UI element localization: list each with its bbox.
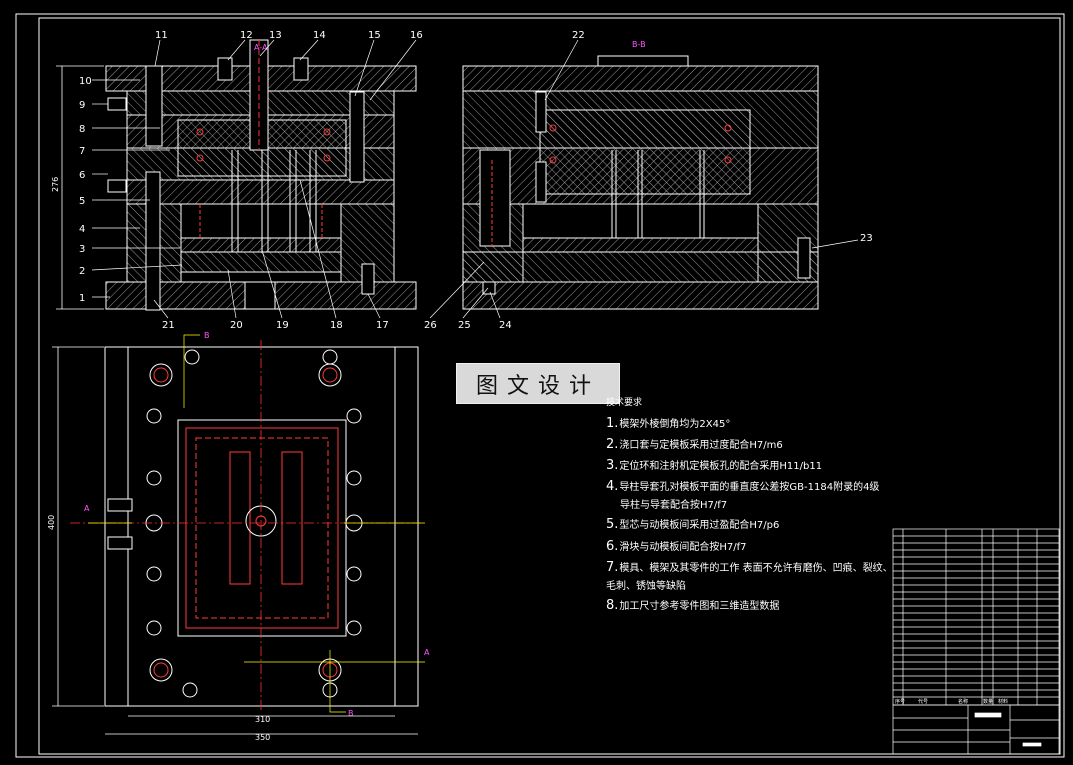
part-label-18: 18 bbox=[330, 320, 343, 331]
part-leaders-bottom bbox=[153, 179, 381, 319]
part-label-5: 5 bbox=[79, 196, 85, 207]
part-label-7: 7 bbox=[79, 146, 85, 157]
parts-list-header: 序号 代号 名称 数量 材料 bbox=[895, 698, 1008, 705]
part-label-4: 4 bbox=[79, 224, 85, 235]
plan-height-dim: 400 bbox=[47, 515, 56, 530]
plan-width-outer-dim: 350 bbox=[255, 733, 270, 742]
section-mark-b-bottom: B bbox=[348, 709, 354, 718]
cooling-channels-aa bbox=[196, 128, 331, 238]
section-aa-view bbox=[105, 39, 417, 311]
part-label-11: 11 bbox=[155, 30, 168, 41]
part-label-6: 6 bbox=[79, 170, 85, 181]
inner-frame bbox=[38, 17, 1061, 755]
header-seq: 序号 bbox=[895, 698, 905, 705]
section-mark-a-left: A bbox=[84, 504, 90, 513]
section-bb-label: B-B bbox=[632, 40, 646, 49]
header-material: 材料 bbox=[998, 698, 1008, 705]
plan-centerlines bbox=[70, 340, 420, 712]
part-label-22: 22 bbox=[572, 30, 585, 41]
part-label-1: 1 bbox=[79, 293, 85, 304]
tech-req-item: 5.型芯与动模板间采用过盈配合H7/p6 bbox=[606, 517, 780, 533]
tech-req-title: 技术要求 bbox=[606, 398, 643, 408]
header-qty: 数量 bbox=[983, 698, 993, 705]
part-label-16: 16 bbox=[410, 30, 423, 41]
part-leaders-bb bbox=[429, 39, 859, 319]
plan-bolt-holes bbox=[145, 349, 363, 698]
part-label-15: 15 bbox=[368, 30, 381, 41]
title-block bbox=[892, 704, 1060, 755]
tech-req-item: 6.滑块与动模板间配合按H7/f7 bbox=[606, 538, 747, 554]
part-label-20: 20 bbox=[230, 320, 243, 331]
part-leaders-top bbox=[154, 39, 417, 101]
part-label-17: 17 bbox=[376, 320, 389, 331]
tech-req-item: 4.导柱导套孔对模板平面的垂直度公差按GB-1184附录的4级 bbox=[606, 479, 880, 495]
cooling-channels-bb bbox=[491, 124, 732, 246]
part-labels-bb: 22 23 26 25 24 bbox=[424, 30, 873, 331]
outer-frame bbox=[15, 13, 1065, 758]
header-name: 名称 bbox=[958, 698, 968, 705]
plan-dimensions bbox=[52, 346, 418, 735]
part-label-19: 19 bbox=[276, 320, 289, 331]
plan-section-marks: A A B B bbox=[84, 331, 430, 718]
part-label-13: 13 bbox=[269, 30, 282, 41]
part-label-10: 10 bbox=[79, 76, 92, 87]
plan-view bbox=[104, 346, 419, 707]
part-label-25: 25 bbox=[458, 320, 471, 331]
technical-requirements: 技术要求 1.模架外棱倒角均为2X45° 2.浇口套与定模板采用过度配合H7/m… bbox=[606, 397, 893, 618]
section-mark-b-top: B bbox=[204, 331, 210, 340]
section-aa-label: A-A bbox=[254, 43, 268, 52]
part-label-9: 9 bbox=[79, 100, 85, 111]
part-label-24: 24 bbox=[499, 320, 512, 331]
height-dimension bbox=[56, 65, 104, 310]
tech-req-item: 8.加工尺寸参考零件图和三维造型数据 bbox=[606, 597, 780, 613]
plan-width-inner-dim: 310 bbox=[255, 715, 270, 724]
parts-list-table bbox=[892, 528, 1060, 706]
part-label-3: 3 bbox=[79, 244, 85, 255]
part-label-26: 26 bbox=[424, 320, 437, 331]
watermark-text: 图文设计 bbox=[475, 373, 600, 399]
header-code: 代号 bbox=[918, 698, 928, 705]
part-leaders-left bbox=[91, 79, 183, 298]
part-label-21: 21 bbox=[162, 320, 175, 331]
tech-req-item: 毛刺、锈蚀等缺陷 bbox=[606, 580, 686, 592]
part-label-23: 23 bbox=[860, 233, 873, 244]
watermark-stamp: 图文设计 bbox=[456, 363, 620, 404]
part-label-12: 12 bbox=[240, 30, 253, 41]
height-dim-text: 276 bbox=[51, 177, 60, 192]
part-label-8: 8 bbox=[79, 124, 85, 135]
tech-req-item: 导柱与导套配合按H7/f7 bbox=[620, 500, 728, 512]
part-labels-top: 11 12 13 14 15 16 bbox=[155, 30, 423, 41]
tech-req-item: 7.模具、模架及其零件的工作 表面不允许有磨伤、凹痕、裂纹、 bbox=[606, 559, 893, 575]
tech-req-item: 2.浇口套与定模板采用过度配合H7/m6 bbox=[606, 436, 783, 452]
plan-section-lines bbox=[88, 334, 425, 713]
tech-req-item: 1.模架外棱倒角均为2X45° bbox=[606, 415, 731, 431]
part-label-14: 14 bbox=[313, 30, 326, 41]
part-labels-bottom: 21 20 19 18 17 bbox=[162, 320, 389, 331]
section-mark-a-right: A bbox=[424, 648, 430, 657]
part-labels-left: 10 9 8 7 6 5 4 3 2 1 bbox=[79, 76, 92, 304]
part-label-2: 2 bbox=[79, 266, 85, 277]
tech-req-item: 3.定位环和注射机定模板孔的配合采用H11/b11 bbox=[606, 457, 823, 473]
section-bb-view bbox=[462, 55, 819, 310]
